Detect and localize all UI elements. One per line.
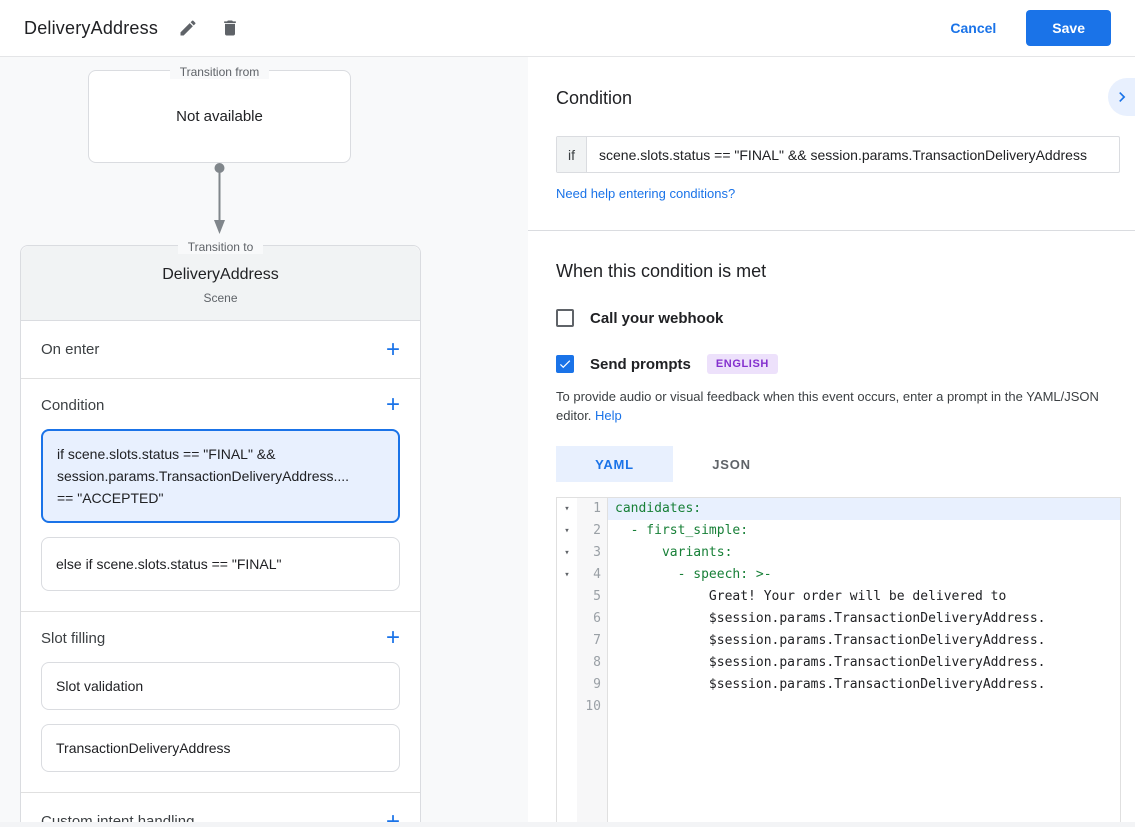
transition-arrow [214,163,225,234]
trash-icon [220,18,240,38]
tab-json[interactable]: JSON [712,456,751,472]
top-bar: DeliveryAddress Cancel Save [0,0,1135,57]
condition-help-link[interactable]: Need help entering conditions? [556,186,736,201]
panel-divider [528,230,1135,231]
condition-card-selected[interactable]: if scene.slots.status == "FINAL" && sessi… [41,429,400,523]
code-line[interactable] [608,696,1120,718]
transition-from-box: Transition from Not available [88,65,351,163]
section-divider [21,792,420,793]
when-condition-title: When this condition is met [556,261,767,281]
on-enter-label: On enter [41,341,100,358]
code-line[interactable]: $session.params.TransactionDeliveryAddre… [615,677,1046,692]
fold-arrow-icon[interactable]: ▾ [564,570,570,580]
add-on-enter-button[interactable]: + [385,335,400,363]
yaml-code-editor[interactable]: ▾ ▾ ▾ ▾ 1 2 3 4 5 6 7 8 9 10 candidates: - first_sim… [556,497,1121,827]
line-number: 7 [593,633,601,648]
transition-to-box: Transition to DeliveryAddress Scene On e… [20,240,421,827]
scene-header[interactable]: DeliveryAddress Scene [21,246,420,321]
section-divider [21,611,420,612]
call-webhook-label: Call your webhook [590,309,724,327]
chevron-right-icon [1112,87,1132,107]
call-webhook-checkbox[interactable] [556,309,574,327]
line-number: 4 [593,567,601,582]
on-enter-section[interactable]: On enter + [21,321,420,378]
line-number: 5 [593,589,601,604]
line-number: 2 [593,523,601,538]
fold-cell [557,630,577,652]
fold-cell [557,674,577,696]
condition-section: Condition + if scene.slots.status == "FI… [21,379,420,611]
condition-expression-input[interactable] [587,137,1119,172]
editor-tab-bar: YAML JSON [556,446,1135,482]
scene-diagram-panel: Transition from Not available Transition… [0,57,528,827]
condition-card-line: else if scene.slots.status == "FINAL" [56,556,282,572]
tab-yaml[interactable]: YAML [556,446,673,482]
fold-cell [557,652,577,674]
section-divider [21,378,420,379]
send-prompts-checkbox[interactable] [556,355,574,373]
slot-card[interactable]: TransactionDeliveryAddress [41,724,400,772]
fold-gutter: ▾ ▾ ▾ ▾ [557,498,577,827]
fold-cell [557,696,577,718]
help-link[interactable]: Help [595,408,622,423]
if-prefix: if [557,137,587,172]
language-badge: ENGLISH [706,354,778,374]
scene-name: DeliveryAddress [162,266,279,283]
line-number: 6 [593,611,601,626]
line-number: 1 [593,501,601,516]
transition-from-legend: Transition from [89,63,350,81]
condition-card-line: session.params.TransactionDeliveryAddres… [57,468,350,484]
bottom-strip [0,822,1135,827]
pencil-icon [178,18,198,38]
code-line[interactable]: candidates: [608,498,1120,520]
code-area[interactable]: candidates: - first_simple: variants: - … [608,498,1120,827]
line-number: 10 [585,699,601,714]
save-button[interactable]: Save [1026,10,1111,46]
webhook-row: Call your webhook [556,309,1135,327]
cancel-button[interactable]: Cancel [950,20,997,36]
condition-detail-panel: Condition if Need help entering conditio… [528,57,1135,827]
code-line[interactable]: variants: [615,545,733,560]
delete-scene-button[interactable] [218,16,242,40]
slot-filling-label: Slot filling [41,629,106,647]
scene-type: Scene [203,291,238,305]
code-line[interactable]: - first_simple: [615,523,749,538]
transition-to-legend: Transition to [21,238,420,256]
condition-panel-title: Condition [556,88,633,108]
add-condition-button[interactable]: + [385,391,400,418]
send-prompts-label: Send prompts [590,355,691,373]
add-slot-button[interactable]: + [385,624,400,651]
fold-arrow-icon[interactable]: ▾ [564,526,570,536]
line-number: 8 [593,655,601,670]
condition-expression-row: if [556,136,1120,173]
line-number: 3 [593,545,601,560]
line-number-gutter: 1 2 3 4 5 6 7 8 9 10 [577,498,608,827]
code-line[interactable]: Great! Your order will be delivered to [615,589,1007,604]
line-number: 9 [593,677,601,692]
fold-cell [557,586,577,608]
condition-card[interactable]: else if scene.slots.status == "FINAL" [41,537,400,591]
code-line[interactable]: - speech: >- [615,567,772,582]
send-prompts-row: Send prompts ENGLISH [556,354,1135,374]
collapse-panel-button[interactable] [1108,78,1135,116]
code-line[interactable]: $session.params.TransactionDeliveryAddre… [615,633,1046,648]
page-title: DeliveryAddress [24,17,159,38]
condition-card-line: if scene.slots.status == "FINAL" && [57,446,276,462]
fold-arrow-icon[interactable]: ▾ [564,548,570,558]
code-line[interactable]: $session.params.TransactionDeliveryAddre… [615,611,1046,626]
transition-from-value: Not available [176,108,263,125]
fold-arrow-icon[interactable]: ▾ [564,504,570,514]
checkmark-icon [558,357,572,371]
slot-card[interactable]: Slot validation [41,662,400,710]
prompts-description: To provide audio or visual feedback when… [556,389,1099,423]
edit-scene-button[interactable] [176,16,200,40]
code-line[interactable]: $session.params.TransactionDeliveryAddre… [615,655,1046,670]
condition-section-label: Condition [41,396,105,414]
condition-card-line: == "ACCEPTED" [57,490,164,506]
fold-cell [557,608,577,630]
condition-card-list: if scene.slots.status == "FINAL" && sessi… [21,429,420,591]
